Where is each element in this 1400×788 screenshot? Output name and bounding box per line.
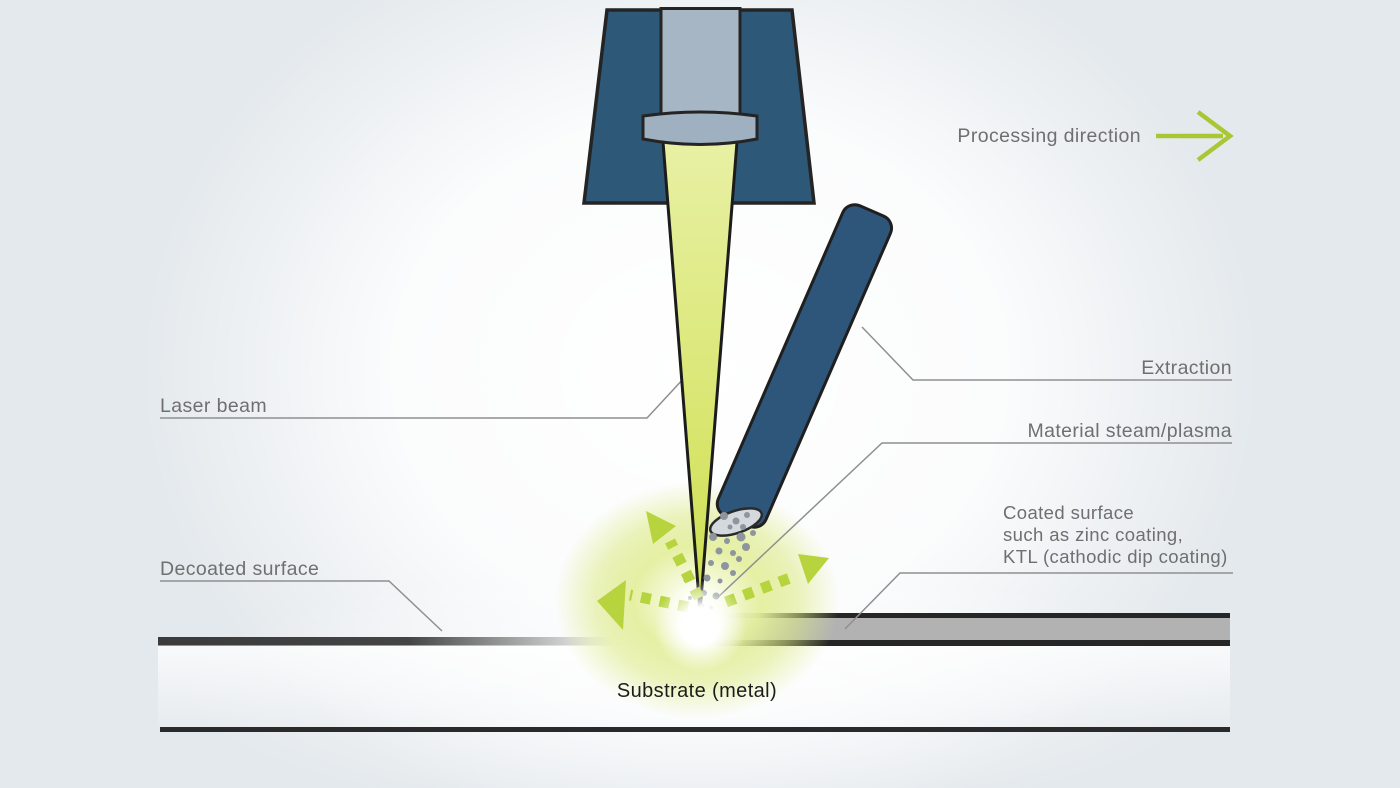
coating-bottom-edge [703, 640, 1230, 646]
leader-lines [160, 326, 1233, 632]
decoated-surface-strip [158, 637, 613, 646]
label-substrate: Substrate (metal) [617, 680, 777, 702]
label-coated-surface-line1: Coated surface [1003, 502, 1134, 523]
material-steam-leader [715, 442, 1232, 600]
focal-point-core [654, 580, 746, 672]
label-coated-surface: Coated surface such as zinc coating, KTL… [1003, 502, 1228, 567]
laser-head-barrel [659, 7, 742, 120]
label-extraction: Extraction [1141, 357, 1232, 379]
label-coated-surface-line3: KTL (cathodic dip coating) [1003, 546, 1228, 567]
substrate-bottom-line [160, 727, 1230, 732]
decoated-surface-leader [160, 580, 443, 632]
coating-top-edge [703, 613, 1230, 618]
label-decoated-surface: Decoated surface [160, 558, 319, 580]
extraction-leader [861, 326, 1232, 381]
spray-arrow-left-head [597, 580, 626, 630]
label-processing-direction: Processing direction [957, 125, 1141, 147]
spray-arrow-up-right-head [798, 554, 829, 584]
label-laser-beam: Laser beam [160, 395, 267, 417]
coated-surface-leader [844, 572, 1233, 630]
spray-arrow-up-left-head [646, 511, 676, 544]
laser-lens [641, 110, 759, 146]
processing-direction-arrow-icon [1156, 110, 1234, 162]
label-material-steam-plasma: Material steam/plasma [1027, 420, 1232, 442]
label-coated-surface-line2: such as zinc coating, [1003, 524, 1183, 545]
